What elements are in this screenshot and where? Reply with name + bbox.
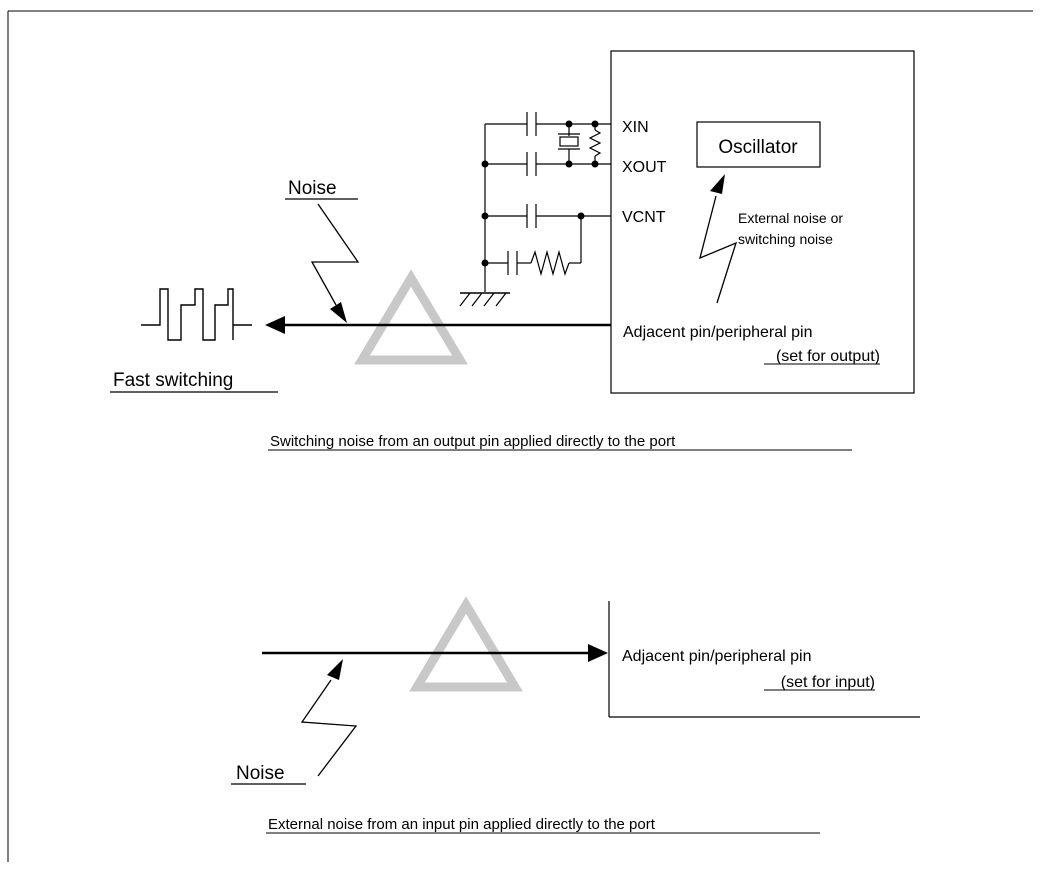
bottom-caption: External noise from an input pin applied…: [268, 816, 656, 833]
top-caption: Switching noise from an output pin appli…: [270, 433, 676, 450]
set-for-input-label: (set for input): [781, 674, 875, 691]
top-noise-arrowhead: [330, 302, 347, 323]
internal-noise-arrowhead: [710, 174, 725, 194]
oscillator-label: Oscillator: [718, 137, 798, 158]
external-noise-text-line1: External noise or: [738, 210, 843, 226]
bottom-noise-arrowhead: [327, 659, 343, 680]
watermark-triangle-bottom: [409, 596, 523, 692]
pin-xout-label: XOUT: [622, 159, 667, 176]
pin-vcnt-label: VCNT: [622, 209, 666, 226]
top-noise-label: Noise: [288, 178, 337, 199]
external-circuit: [459, 112, 611, 307]
adjacent-pin-output-label: Adjacent pin/peripheral pin: [623, 324, 812, 341]
pin-xin-label: XIN: [622, 119, 649, 136]
junction-dots: [481, 120, 599, 267]
fast-switching-waveform: [141, 288, 252, 341]
bottom-noise-lightning: [300, 679, 358, 777]
watermark-triangle-top: [354, 269, 468, 365]
input-arrowhead: [588, 644, 608, 662]
set-for-output-label: (set for output): [776, 348, 880, 365]
internal-noise-path: [699, 195, 738, 304]
output-arrowhead: [265, 316, 285, 334]
fast-switching-label: Fast switching: [113, 370, 233, 391]
oscillator-box: [696, 121, 821, 168]
top-noise-lightning: [310, 203, 360, 306]
bottom-noise-label: Noise: [236, 763, 285, 784]
external-noise-text-line2: switching noise: [738, 231, 833, 247]
mcu-box: [610, 50, 915, 394]
adjacent-pin-input-label: Adjacent pin/peripheral pin: [622, 648, 811, 665]
